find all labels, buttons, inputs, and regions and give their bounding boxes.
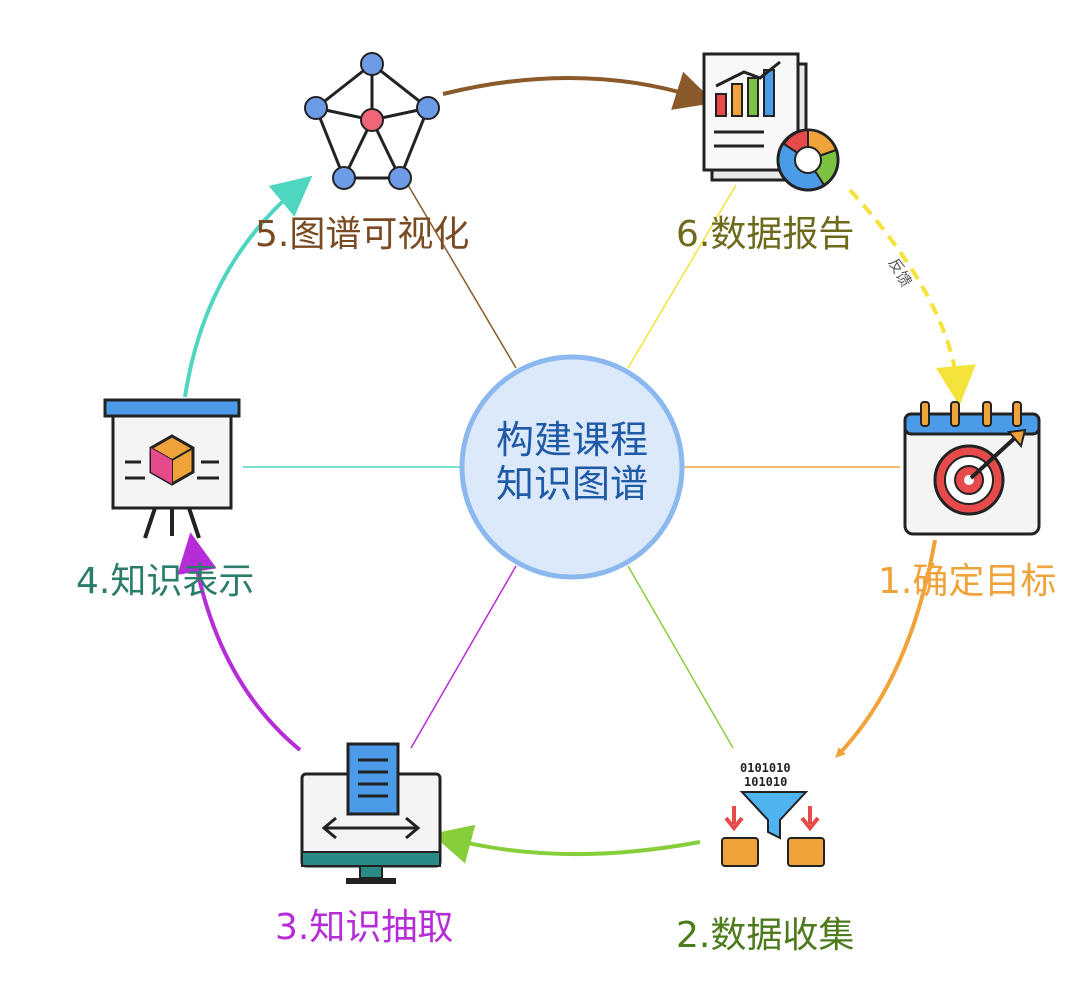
spoke-extract bbox=[410, 565, 517, 749]
arrow-goal-to-collect bbox=[835, 539, 937, 758]
spokes bbox=[243, 184, 900, 749]
center-title: 构建课程 知识图谱 bbox=[462, 418, 682, 506]
svg-text:101010: 101010 bbox=[744, 775, 787, 789]
target-calendar-icon bbox=[903, 401, 1041, 536]
spoke-visual bbox=[407, 184, 517, 369]
arrow-present-to-visual bbox=[183, 175, 313, 398]
step-label-extract: 3.知识抽取 bbox=[275, 907, 454, 948]
spoke-collect bbox=[627, 565, 734, 749]
step-label-collect: 2.数据收集 bbox=[676, 915, 855, 956]
center-circle bbox=[459, 354, 685, 580]
data-funnel-icon: 0101010 101010 bbox=[721, 761, 825, 867]
arrow-collect-to-extract bbox=[431, 824, 701, 864]
center-title-line2: 知识图谱 bbox=[495, 462, 648, 506]
network-graph-icon bbox=[304, 52, 440, 190]
report-chart-icon bbox=[702, 52, 840, 192]
svg-text:0101010: 0101010 bbox=[740, 761, 791, 775]
arrow-visual-to-report bbox=[442, 71, 716, 110]
monitor-document-icon bbox=[300, 742, 442, 884]
arrow-report-feedback bbox=[848, 188, 976, 406]
cycle-arrows bbox=[177, 71, 976, 864]
step-label-goal: 1.确定目标 bbox=[878, 561, 1057, 602]
step-label-present: 4.知识表示 bbox=[76, 561, 255, 602]
presentation-cube-icon bbox=[103, 398, 241, 539]
step-label-visual: 5.图谱可视化 bbox=[255, 214, 470, 255]
step-label-report: 6.数据报告 bbox=[676, 214, 855, 255]
spoke-report bbox=[627, 184, 737, 369]
center-title-line1: 构建课程 bbox=[495, 418, 648, 462]
arrow-extract-to-present bbox=[177, 532, 302, 752]
